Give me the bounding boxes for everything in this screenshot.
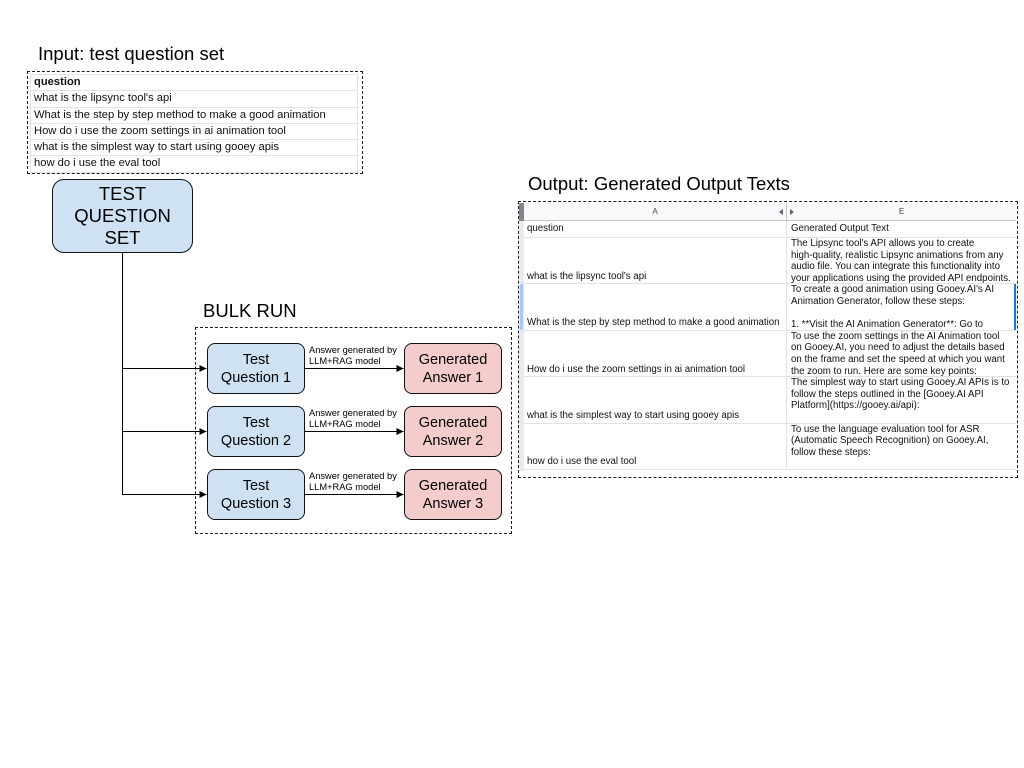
- triangle-left-icon: [779, 209, 783, 215]
- column-letter: E: [898, 207, 905, 216]
- input-table-row: what is the simplest way to start using …: [31, 140, 357, 157]
- cell-output: To use the zoom settings in the AI Anima…: [791, 330, 1005, 377]
- cell-output: The simplest way to start using Gooey.AI…: [791, 377, 1010, 412]
- input-question-table: question what is the lipsync tool's api …: [30, 74, 358, 173]
- edge-label-3: Answer generated by LLM+RAG model: [309, 471, 397, 492]
- test-question-node-3: Test Question 3: [207, 469, 305, 520]
- selected-cell-edge: [1014, 284, 1016, 331]
- input-table-row: What is the step by step method to make …: [31, 108, 357, 124]
- test-question-node-2: Test Question 2: [207, 406, 305, 457]
- edge-label-1: Answer generated by LLM+RAG model: [309, 345, 397, 366]
- test-question-node-1: Test Question 1: [207, 343, 305, 394]
- input-table-header: question: [31, 75, 357, 92]
- column-letter: A: [652, 207, 658, 216]
- cell-output: The Lipsync tool's API allows you to cre…: [791, 238, 1011, 284]
- input-section-title: Input: test question set: [38, 43, 225, 64]
- generated-answer-node-3: Generated Answer 3: [404, 469, 502, 520]
- sheet-row: how do i use the eval tool To use the la…: [524, 423, 1016, 470]
- generated-answer-node-1: Generated Answer 1: [404, 343, 502, 394]
- column-header-row: A E: [524, 203, 1016, 221]
- output-sheet-frame: A E question Generated Output Text what …: [518, 201, 1018, 478]
- output-section-title: Output: Generated Output Texts: [528, 173, 790, 194]
- cell-question: how do i use the eval tool: [524, 423, 787, 469]
- input-table-row: what is the lipsync tool's api: [31, 91, 357, 108]
- sheet-row: what is the simplest way to start using …: [524, 377, 1016, 424]
- sheet-row: How do i use the zoom settings in ai ani…: [524, 330, 1016, 378]
- sheet-row: what is the lipsync tool's api The Lipsy…: [524, 238, 1016, 285]
- bulk-run-frame: [195, 327, 512, 534]
- input-table-frame: question what is the lipsync tool's api …: [27, 71, 363, 174]
- triangle-right-icon: [790, 209, 794, 215]
- sheet-row: What is the step by step method to make …: [524, 284, 1016, 331]
- header-cell-output: Generated Output Text: [791, 223, 889, 235]
- bulk-run-title: BULK RUN: [203, 300, 297, 321]
- cell-output: To create a good animation using Gooey.A…: [791, 284, 995, 330]
- cell-question: How do i use the zoom settings in ai ani…: [524, 330, 787, 377]
- cell-question: What is the step by step method to make …: [524, 284, 787, 330]
- input-table-row: how do i use the eval tool: [31, 156, 357, 173]
- row-header-strip: [519, 221, 524, 471]
- input-table-row: How do i use the zoom settings in ai ani…: [31, 124, 357, 141]
- sheet-header-row: question Generated Output Text: [524, 221, 1016, 238]
- cell-question: what is the simplest way to start using …: [524, 377, 787, 423]
- test-question-set-node: TEST QUESTION SET: [52, 179, 193, 253]
- column-header-a: A: [524, 203, 787, 220]
- output-spreadsheet: A E question Generated Output Text what …: [519, 203, 1016, 471]
- edge-label-2: Answer generated by LLM+RAG model: [309, 408, 397, 429]
- cell-question: what is the lipsync tool's api: [524, 238, 787, 284]
- sheet-body: question Generated Output Text what is t…: [524, 221, 1016, 470]
- generated-answer-node-2: Generated Answer 2: [404, 406, 502, 457]
- selected-row-indicator: [520, 284, 523, 331]
- header-cell-question: question: [524, 221, 787, 237]
- column-header-e: E: [787, 203, 1016, 220]
- sheet-corner: [519, 203, 524, 221]
- cell-output: To use the language evaluation tool for …: [791, 423, 989, 458]
